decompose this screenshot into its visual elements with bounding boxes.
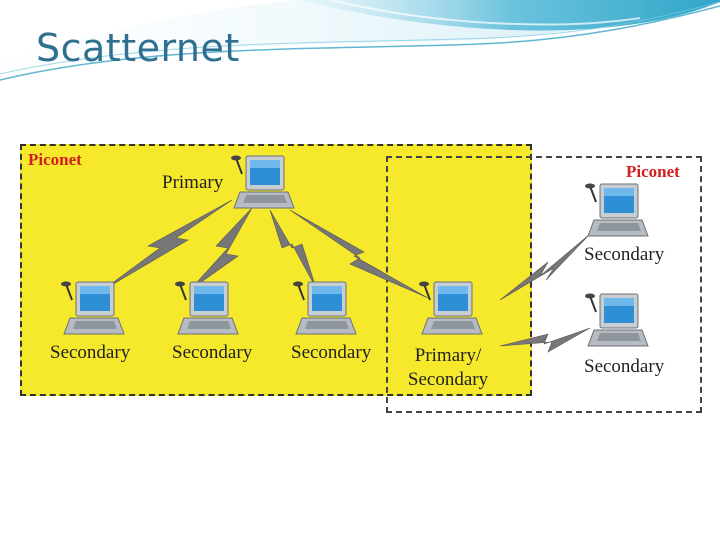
- link-primary-bridge: [289, 209, 429, 299]
- label-bridge: Primary/ Secondary: [402, 344, 494, 392]
- header-swoosh-decoration: [0, 0, 720, 81]
- label-secondary-1: Secondary: [50, 342, 131, 363]
- piconet-right-region: [386, 156, 702, 413]
- laptop-secondary-1-icon: [61, 281, 125, 335]
- link-bridge-right-top: [499, 233, 591, 301]
- label-primary: Primary: [162, 172, 224, 193]
- label-right-top: Secondary: [584, 244, 665, 265]
- piconet-right-label: Piconet: [626, 162, 680, 181]
- slide-title: Scatternet: [36, 26, 240, 70]
- laptop-bridge-icon: [419, 281, 483, 335]
- label-bridge-line1: Primary/: [414, 345, 482, 366]
- label-right-bottom: Secondary: [584, 356, 665, 377]
- laptop-right-bottom-icon: [585, 293, 649, 347]
- laptop-secondary-3-icon: [293, 281, 357, 335]
- label-secondary-2: Secondary: [172, 342, 253, 363]
- link-bridge-right-bottom: [499, 327, 591, 353]
- laptop-right-top-icon: [585, 183, 649, 237]
- label-bridge-line2: Secondary: [407, 369, 489, 390]
- laptop-primary-icon: [231, 155, 295, 209]
- label-secondary-3: Secondary: [291, 342, 372, 363]
- laptop-secondary-2-icon: [175, 281, 239, 335]
- piconet-left-label: Piconet: [28, 150, 82, 169]
